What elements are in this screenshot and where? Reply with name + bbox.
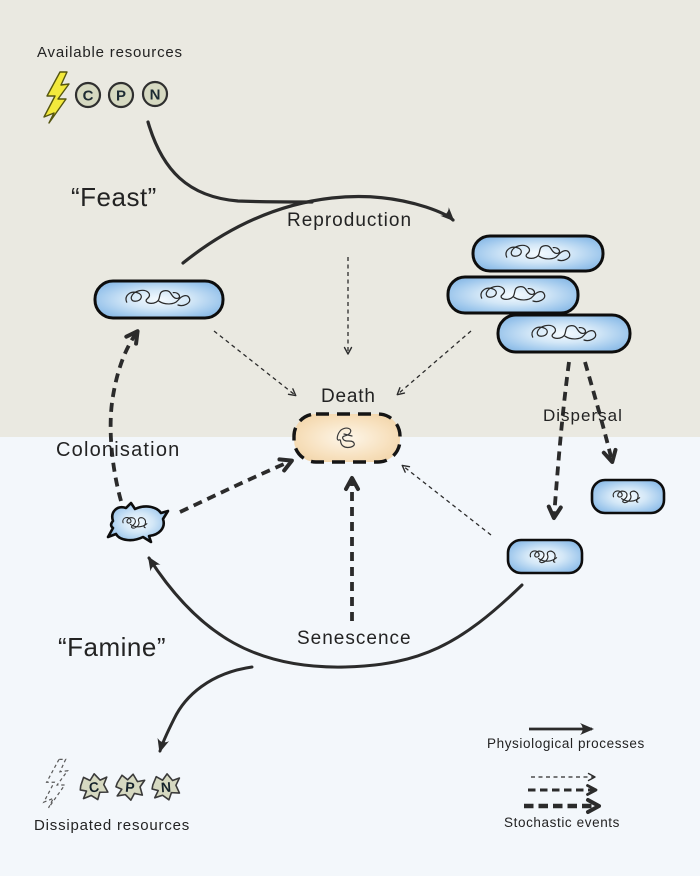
bacteria-cell-right-2 [446,275,580,315]
resource-uptake-curve [146,120,314,204]
lightning-icon [43,71,70,124]
dissipation-curve [157,665,254,753]
dispersed-cell-2 [506,538,584,575]
death-label: Death [321,386,376,407]
resource-letter-c: C [83,88,94,105]
dispersal-arrow-1 [546,361,571,520]
feast-background [0,0,700,437]
dispersal-label: Dispersal [543,406,623,425]
resource-letter-n: N [150,87,161,104]
legend-stochastic-label: Stochastic events [504,815,621,830]
dissipated-chip-p: P [114,772,146,802]
dissipated-letter-n: N [160,779,171,796]
bacteria-cell-right-3 [496,313,632,354]
dissipated-chip-c: C [77,771,111,803]
senescence-label: Senescence [297,628,412,649]
death-risk-arrow-bottom [401,464,492,536]
colonisation-arrow [108,329,140,502]
resource-circle-n: N [141,80,169,108]
resource-circle-p: P [107,81,135,109]
colonisation-label: Colonisation [56,439,181,461]
dissipated-chip-n: N [150,772,182,802]
dissipated-lightning-icon [42,758,69,809]
death-risk-arrow-right [396,330,472,396]
starved-to-death-arrow [179,457,294,514]
dissipated-letter-p: P [125,779,136,796]
reproduction-arrow [181,194,455,265]
senescence-curve [147,556,524,669]
dispersed-cell-1 [590,478,666,515]
resource-circle-c: C [74,81,102,109]
feast-phase-label: “Feast” [71,182,157,212]
death-risk-arrow-left [213,330,297,397]
resource-letter-p: P [116,88,126,105]
dispersal-arrow-2 [583,361,618,464]
dissipated-resources-label: Dissipated resources [34,817,191,834]
legend-physiological-label: Physiological processes [487,736,645,751]
famine-phase-label: “Famine” [58,632,167,662]
available-resources-label: Available resources [37,44,183,61]
bacteria-cell-right-1 [471,234,605,273]
dissipated-letter-c: C [88,778,100,795]
starved-cell [106,501,170,544]
death-cell [292,412,402,464]
reproduction-label: Reproduction [287,210,413,231]
bacteria-cell-left [93,279,225,320]
